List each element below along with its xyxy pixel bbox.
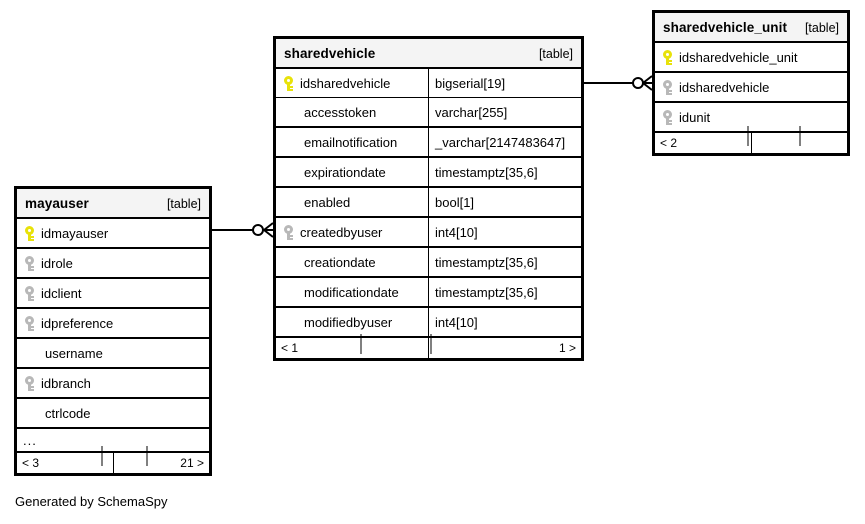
column-type: timestamptz[35,6] (435, 254, 538, 270)
footer-parents-count[interactable]: < 3 (16, 451, 114, 474)
table-row[interactable]: creationdate timestamptz[35,6] (275, 246, 582, 278)
table-footer: < 3 21 > (16, 451, 210, 474)
primary-key-icon (23, 225, 37, 241)
table-sharedvehicle[interactable]: sharedvehicle [table] idsharedvehicle (273, 36, 584, 361)
table-footer: < 1 1 > (275, 336, 582, 359)
primary-key-icon (661, 49, 675, 65)
table-type-tag: [table] (804, 20, 839, 35)
table-mayauser[interactable]: mayauser [table] idmayauser (14, 186, 212, 476)
footer-children-count[interactable]: 21 > (112, 451, 210, 474)
table-row-ellipsis: ... (16, 427, 210, 453)
table-row[interactable]: username (16, 337, 210, 369)
table-footer: < 2 (654, 131, 848, 154)
column-type: timestamptz[35,6] (435, 164, 538, 180)
column-cell: idsharedvehicle (655, 73, 847, 101)
table-title: sharedvehicle (284, 45, 376, 61)
column-cell: idclient (17, 279, 209, 307)
foreign-key-icon (23, 285, 37, 301)
table-row[interactable]: idsharedvehicle bigserial[19] (275, 67, 582, 98)
footer-children-count[interactable]: 1 > (428, 336, 582, 359)
column-name: idsharedvehicle (300, 75, 391, 91)
column-cell: expirationdate (276, 158, 428, 186)
primary-key-icon (282, 75, 296, 91)
table-header-sharedvehicle_unit[interactable]: sharedvehicle_unit [table] (654, 12, 848, 43)
table-row[interactable]: accesstoken varchar[255] (275, 97, 582, 128)
relationship-mayauser-to-sharedvehicle[interactable] (208, 210, 288, 250)
column-cell: idsharedvehicle_unit (655, 43, 847, 71)
foreign-key-icon (661, 79, 675, 95)
column-type: bool[1] (435, 194, 475, 210)
table-header-mayauser[interactable]: mayauser [table] (16, 188, 210, 219)
column-cell: modificationdate (276, 278, 428, 306)
column-cell: ctrlcode (17, 399, 209, 427)
table-row[interactable]: idunit (654, 101, 848, 133)
foreign-key-icon (23, 255, 37, 271)
table-header-sharedvehicle[interactable]: sharedvehicle [table] (275, 38, 582, 69)
footer-parents-count[interactable]: < 1 (275, 336, 429, 359)
column-name: accesstoken (304, 104, 377, 120)
foreign-key-icon (23, 315, 37, 331)
column-cell: enabled (276, 188, 428, 216)
column-name: modifiedbyuser (304, 314, 393, 330)
column-cell: emailnotification (276, 128, 428, 156)
column-cell: createdbyuser (276, 218, 428, 246)
column-type: bigserial[19] (435, 75, 506, 91)
table-row[interactable]: idpreference (16, 307, 210, 339)
column-name: createdbyuser (300, 224, 383, 240)
table-type-tag: [table] (166, 196, 201, 211)
column-cell: idsharedvehicle (276, 69, 428, 97)
table-row[interactable]: idsharedvehicle_unit (654, 41, 848, 73)
column-cell: idmayauser (17, 219, 209, 247)
column-name: ctrlcode (45, 405, 91, 421)
column-type: int4[10] (435, 314, 478, 330)
column-type: varchar[255] (435, 104, 508, 120)
column-cell: idrole (17, 249, 209, 277)
table-title: mayauser (25, 195, 89, 211)
column-cell: modifiedbyuser (276, 308, 428, 336)
column-name: idclient (41, 285, 82, 301)
table-title: sharedvehicle_unit (663, 19, 788, 35)
column-type: timestamptz[35,6] (435, 284, 538, 300)
column-name: idrole (41, 255, 73, 271)
table-row[interactable]: ctrlcode (16, 397, 210, 429)
column-cell: accesstoken (276, 98, 428, 126)
foreign-key-icon (661, 109, 675, 125)
column-type: int4[10] (435, 224, 478, 240)
more-columns-indicator: ... (23, 432, 37, 448)
table-sharedvehicle_unit[interactable]: sharedvehicle_unit [table] idsharedvehic… (652, 10, 850, 156)
column-name: enabled (304, 194, 351, 210)
table-row[interactable]: idsharedvehicle (654, 71, 848, 103)
footer-parents-count[interactable]: < 2 (654, 131, 752, 154)
column-name: emailnotification (304, 134, 398, 150)
column-name: idmayauser (41, 225, 109, 241)
column-name: creationdate (304, 254, 376, 270)
column-name: idunit (679, 109, 711, 125)
footer-children-count[interactable] (750, 131, 848, 154)
column-name: expirationdate (304, 164, 386, 180)
foreign-key-icon (282, 224, 296, 240)
table-row[interactable]: idclient (16, 277, 210, 309)
column-cell: creationdate (276, 248, 428, 276)
relationship-sharedvehicle-to-sharedvehicle_unit[interactable] (580, 62, 660, 102)
column-cell: idpreference (17, 309, 209, 337)
column-name: idpreference (41, 315, 114, 331)
table-row[interactable]: modificationdate timestamptz[35,6] (275, 276, 582, 308)
table-row[interactable]: modifiedbyuser int4[10] (275, 306, 582, 338)
column-cell: idbranch (17, 369, 209, 397)
table-type-tag: [table] (538, 46, 573, 61)
table-row[interactable]: enabled bool[1] (275, 186, 582, 218)
column-type: _varchar[2147483647] (435, 134, 566, 150)
column-cell: idunit (655, 103, 847, 131)
foreign-key-icon (23, 375, 37, 391)
generated-by-caption: Generated by SchemaSpy (15, 494, 168, 509)
column-cell: username (17, 339, 209, 367)
column-name: idsharedvehicle (679, 79, 770, 95)
column-name: idbranch (41, 375, 91, 391)
column-name: idsharedvehicle_unit (679, 49, 798, 65)
table-row[interactable]: createdbyuser int4[10] (275, 216, 582, 248)
column-name: username (45, 345, 103, 361)
table-row[interactable]: idbranch (16, 367, 210, 399)
column-name: modificationdate (304, 284, 399, 300)
